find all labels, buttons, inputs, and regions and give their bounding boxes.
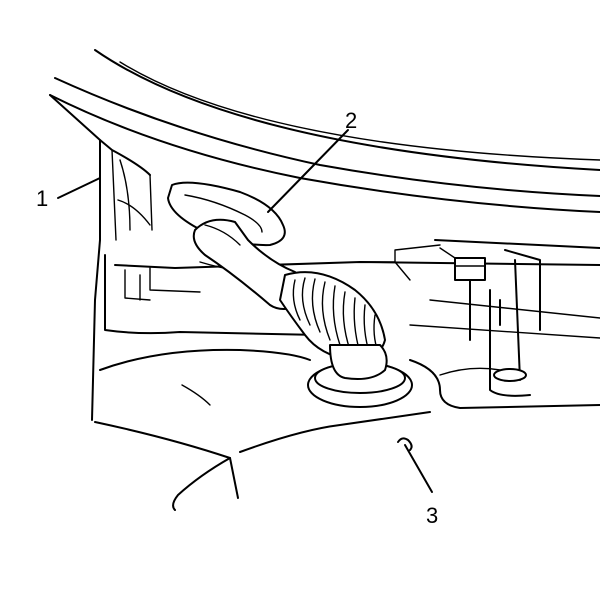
mounting-bracket xyxy=(439,247,541,397)
callout-3: 3 xyxy=(426,503,438,528)
leader-lines xyxy=(57,129,433,493)
lower-grommet xyxy=(307,344,413,408)
drain-hose xyxy=(192,218,386,361)
body-panel-outline xyxy=(49,49,600,213)
floor-panel xyxy=(94,348,600,511)
callout-1: 1 xyxy=(36,186,48,211)
upper-grommet xyxy=(167,181,286,247)
callout-2: 2 xyxy=(345,108,357,133)
a-pillar xyxy=(49,94,153,421)
